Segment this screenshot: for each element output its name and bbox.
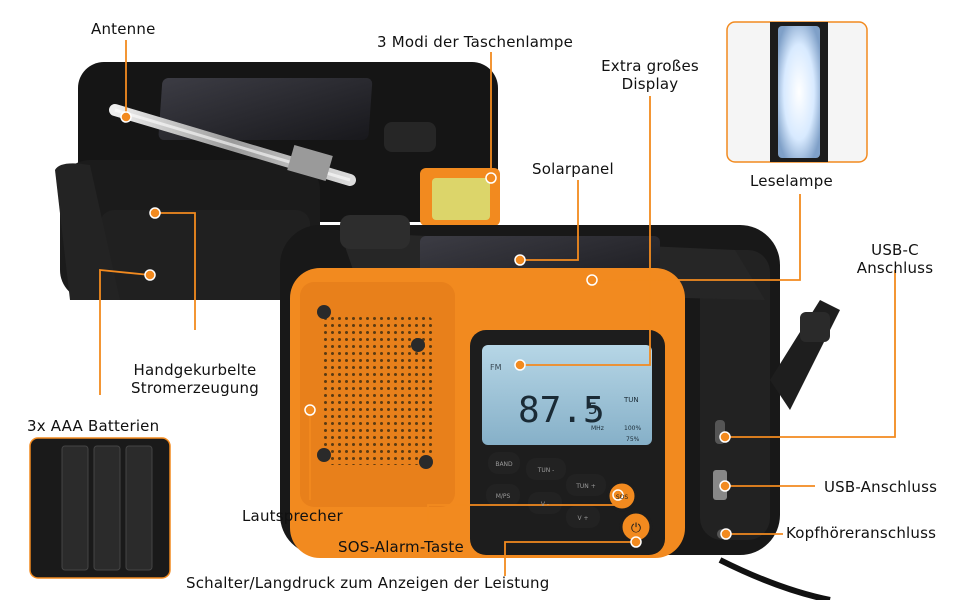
vol-minus-button[interactable] — [528, 492, 562, 514]
label-crank: Handgekurbelte Stromerzeugung — [115, 361, 275, 397]
tune-plus-button[interactable] — [566, 474, 606, 496]
lcd-band: FM — [490, 363, 502, 372]
label-usb: USB-Anschluss — [824, 478, 938, 496]
reading-lamp-inset — [726, 21, 868, 163]
label-sos: SOS-Alarm-Taste — [338, 538, 464, 556]
lcd-display — [482, 345, 652, 445]
label-usbc-line1: USB-C — [871, 241, 919, 259]
tune-plus-label: TUN + — [575, 483, 595, 490]
label-reading-lamp: Leselampe — [750, 172, 833, 190]
mode-button[interactable] — [486, 484, 520, 506]
vol-plus-label: V + — [577, 515, 588, 522]
label-antenna: Antenne — [91, 20, 156, 38]
power-icon: ⏻ — [631, 521, 641, 536]
lcd-tune: TUN — [623, 396, 639, 404]
leader-lines — [99, 40, 896, 576]
label-crank-line1: Handgekurbelte — [133, 361, 257, 379]
mode-label: M/PS — [496, 493, 511, 500]
tune-minus-button[interactable] — [526, 458, 566, 480]
lcd-level-75: 75% — [626, 436, 640, 443]
sos-label: SOS — [616, 494, 629, 501]
label-display-line1: Extra großes — [601, 57, 699, 75]
leader-dots — [120, 111, 732, 548]
button-panel — [486, 452, 653, 544]
label-usbc-line2: Anschluss — [856, 259, 934, 277]
lcd-unit: MHz — [591, 425, 604, 432]
tune-minus-label: TUN - — [537, 467, 555, 474]
speaker-grill — [322, 315, 434, 465]
vol-plus-button[interactable] — [566, 506, 600, 528]
battery-inset — [29, 437, 171, 579]
band-label: BAND — [495, 461, 513, 468]
vol-minus-label: V - — [541, 501, 549, 508]
label-batteries: 3x AAA Batterien — [27, 417, 160, 435]
antenna — [109, 104, 356, 186]
back-solar-panel — [158, 78, 373, 140]
label-usbc: USB-C Anschluss — [840, 241, 950, 277]
label-flashlight-modes: 3 Modi der Taschenlampe — [377, 33, 574, 51]
lcd-unit-digit: 5 — [588, 399, 598, 418]
label-display-line2: Display — [621, 75, 679, 93]
band-button[interactable] — [488, 452, 520, 474]
label-crank-line2: Stromerzeugung — [131, 379, 259, 397]
label-display: Extra großes Display — [590, 57, 710, 93]
lcd-level-100: 100% — [624, 425, 641, 432]
label-power: Schalter/Langdruck zum Anzeigen der Leis… — [186, 574, 550, 592]
front-radio — [280, 215, 840, 600]
label-speaker: Lautsprecher — [242, 507, 343, 525]
lcd-frequency: 87.5 — [518, 390, 605, 431]
label-solar: Solarpanel — [532, 160, 614, 178]
label-headphone: Kopfhöreranschluss — [786, 524, 937, 542]
